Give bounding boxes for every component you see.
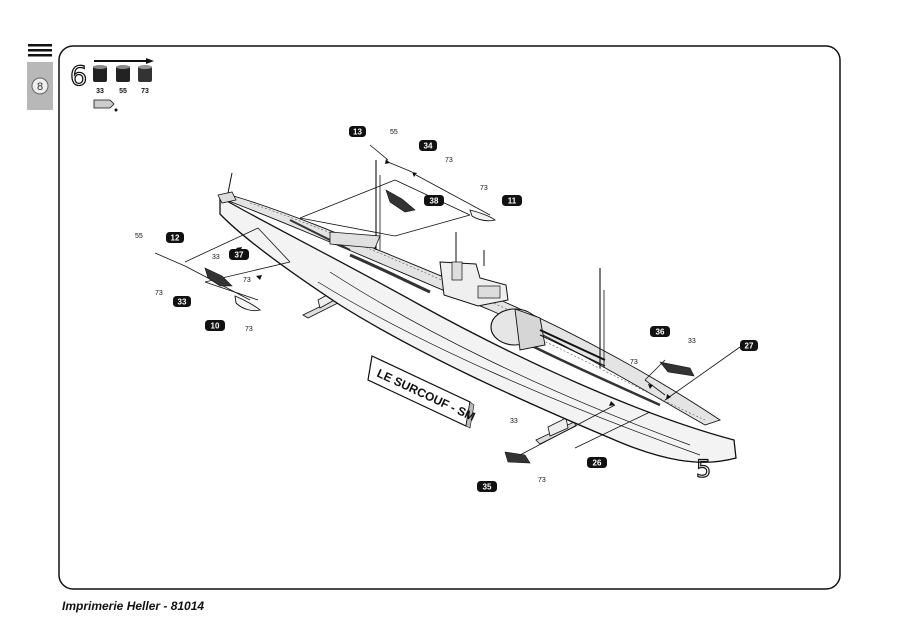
paint-label: 73 bbox=[538, 477, 546, 484]
paint-label: 73 bbox=[243, 277, 251, 284]
footer-printer-credit: Imprimerie Heller - 81014 bbox=[62, 599, 205, 613]
glue-tube-icon bbox=[93, 99, 118, 112]
svg-text:36: 36 bbox=[656, 328, 665, 337]
svg-text:11: 11 bbox=[508, 197, 517, 206]
part-badge: 34 bbox=[419, 140, 437, 151]
svg-text:37: 37 bbox=[235, 251, 244, 260]
paint-number: 33 bbox=[96, 88, 104, 95]
part-badge: 12 bbox=[166, 232, 184, 243]
paint-number: 55 bbox=[119, 88, 127, 95]
paint-label: 55 bbox=[390, 129, 398, 136]
part-badge: 26 bbox=[587, 457, 607, 468]
paint-label: 73 bbox=[445, 157, 453, 164]
margin-bar bbox=[28, 44, 52, 47]
paint-label: 33 bbox=[212, 254, 220, 261]
svg-text:38: 38 bbox=[430, 197, 439, 206]
part-badge: 10 bbox=[205, 320, 225, 331]
page-marker-circle bbox=[31, 77, 49, 95]
part-badge: 13 bbox=[349, 126, 366, 137]
part-badge: 27 bbox=[740, 340, 758, 351]
hull-number: 5 bbox=[696, 455, 711, 483]
svg-text:10: 10 bbox=[211, 322, 220, 331]
paint-label: 33 bbox=[688, 338, 696, 345]
paint-label: 73 bbox=[630, 359, 638, 366]
part-badge: 37 bbox=[229, 249, 249, 260]
part-badge: 11 bbox=[502, 195, 522, 206]
assembly-lines bbox=[154, 144, 741, 456]
paint-labels: 55 73 73 55 73 33 73 73 33 73 33 33 73 bbox=[135, 129, 696, 484]
svg-text:12: 12 bbox=[171, 234, 180, 243]
part-badge: 33 bbox=[173, 296, 191, 307]
svg-text:27: 27 bbox=[745, 342, 754, 351]
paint-label: 73 bbox=[480, 185, 488, 192]
svg-text:35: 35 bbox=[483, 483, 492, 492]
svg-text:33: 33 bbox=[178, 298, 187, 307]
margin-bar bbox=[28, 49, 52, 52]
part-badge: 35 bbox=[477, 481, 497, 492]
step-number: 6 bbox=[70, 61, 87, 92]
page-marker-number: 8 bbox=[37, 81, 43, 93]
svg-text:26: 26 bbox=[593, 459, 602, 468]
paint-number: 73 bbox=[141, 88, 149, 95]
margin-bar bbox=[28, 54, 52, 57]
paint-label: 55 bbox=[135, 233, 143, 240]
step-frame bbox=[58, 45, 841, 590]
paint-label: 73 bbox=[155, 290, 163, 297]
paint-label: 33 bbox=[510, 418, 518, 425]
part-badges: 13 34 38 11 12 37 33 10 bbox=[166, 126, 758, 492]
submarine-hull: 5 bbox=[217, 160, 737, 484]
part-badge: 38 bbox=[424, 195, 444, 206]
paint-label: 73 bbox=[245, 326, 253, 333]
paint-pot-icon bbox=[93, 65, 107, 82]
svg-text:13: 13 bbox=[353, 128, 362, 137]
part-badge: 36 bbox=[650, 326, 670, 337]
plate-text: LE SURCOUF - SM bbox=[375, 366, 478, 424]
hydroplane-parts bbox=[204, 189, 695, 464]
paint-pot-icon bbox=[116, 65, 130, 82]
svg-text:34: 34 bbox=[424, 142, 433, 151]
paint-pot-icon bbox=[138, 65, 152, 82]
paint-pots: 33 55 73 bbox=[93, 58, 154, 112]
